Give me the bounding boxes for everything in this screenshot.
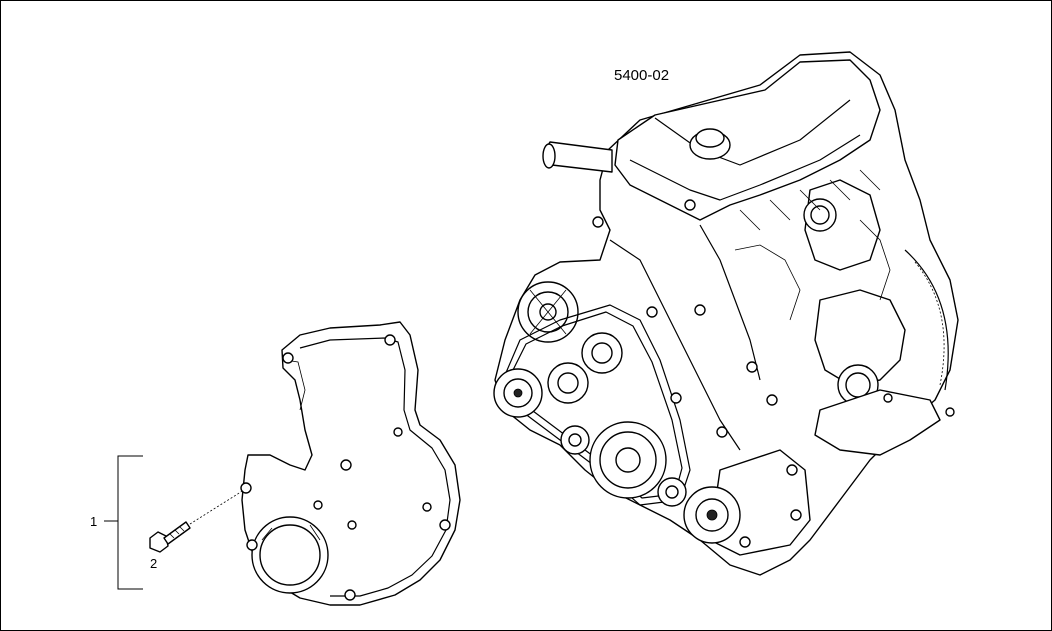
callout-label-1[interactable]: 1	[90, 514, 98, 529]
timing-cover-icon[interactable]	[240, 321, 461, 606]
leader-line-2	[189, 489, 245, 525]
callout-label-2[interactable]: 2	[150, 556, 158, 571]
bracket-1	[104, 455, 143, 590]
engine-assembly-icon[interactable]	[493, 51, 959, 576]
bolt-icon[interactable]	[149, 521, 191, 553]
reference-code-label: 5400-02	[614, 67, 670, 84]
